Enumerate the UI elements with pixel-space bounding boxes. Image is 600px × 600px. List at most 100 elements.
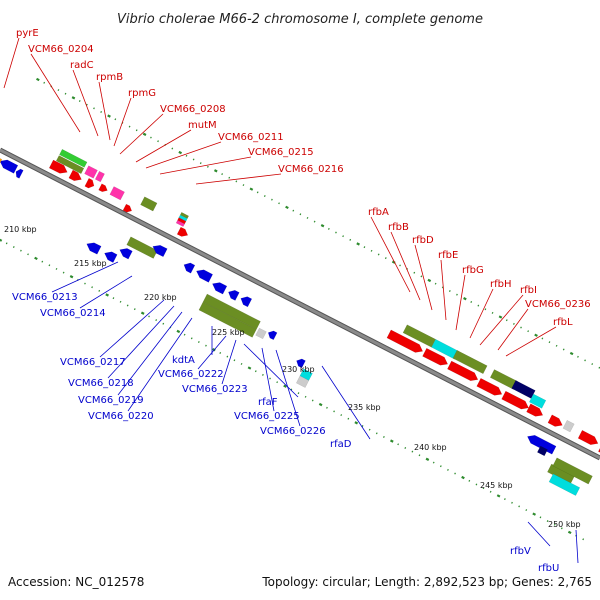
ruler-dot bbox=[36, 77, 40, 82]
chromosome-backbone bbox=[0, 147, 600, 461]
ruler-dot bbox=[299, 213, 302, 216]
ruler-dot bbox=[276, 381, 279, 384]
reverse-cds-arrow bbox=[104, 251, 118, 263]
ruler-dot bbox=[505, 319, 508, 322]
reverse-cds-arrow bbox=[240, 296, 253, 308]
leader-line bbox=[414, 244, 433, 311]
scale-tick-label: 215 kbp bbox=[74, 259, 107, 268]
reverse-gene-label[interactable]: VCM66_0226 bbox=[260, 426, 326, 437]
ruler-dot bbox=[242, 184, 245, 187]
ruler-dot bbox=[190, 337, 193, 340]
forward-gene-label[interactable]: rpmG bbox=[128, 88, 156, 99]
reverse-gene-label[interactable]: rfaF bbox=[258, 397, 278, 408]
ruler-dot bbox=[432, 461, 435, 464]
ruler-dot bbox=[249, 187, 254, 191]
ruler-dot bbox=[105, 293, 109, 297]
ruler-dot bbox=[503, 498, 506, 501]
ruler-dot bbox=[206, 165, 209, 168]
reverse-gene-label[interactable]: VCM66_0213 bbox=[12, 292, 78, 303]
ruler-dot bbox=[527, 330, 530, 333]
scale-tick-label: 250 kbp bbox=[548, 520, 581, 529]
feature-bar bbox=[536, 445, 548, 457]
ruler-dot bbox=[354, 421, 359, 425]
feature-bar bbox=[175, 219, 185, 227]
ruler-dot bbox=[297, 392, 300, 395]
forward-gene-label[interactable]: VCM66_0211 bbox=[218, 132, 284, 143]
ruler-dot bbox=[569, 351, 574, 356]
ruler-dot bbox=[78, 100, 81, 103]
reverse-gene-label[interactable]: kdtA bbox=[172, 355, 195, 366]
ruler-dot bbox=[185, 154, 188, 157]
ruler-dot bbox=[114, 118, 117, 121]
forward-cds-arrow bbox=[422, 347, 449, 366]
forward-gene-label[interactable]: mutM bbox=[188, 120, 217, 131]
forward-gene-label[interactable]: rfbA bbox=[368, 207, 389, 218]
ruler-dot bbox=[233, 359, 236, 362]
forward-gene-label[interactable]: rfbG bbox=[462, 265, 484, 276]
forward-cds-arrow bbox=[447, 360, 479, 382]
ruler-dot bbox=[470, 300, 473, 303]
ruler-dot bbox=[12, 246, 15, 249]
forward-gene-label[interactable]: pyrE bbox=[16, 28, 39, 39]
reverse-gene-label[interactable]: VCM66_0218 bbox=[68, 378, 134, 389]
forward-gene-label[interactable]: VCM66_0204 bbox=[28, 44, 94, 55]
ruler-dot bbox=[553, 523, 556, 526]
map-title: Vibrio cholerae M66-2 chromosome I, comp… bbox=[117, 12, 483, 27]
feature-bar bbox=[198, 301, 257, 338]
feature-bar bbox=[562, 419, 575, 433]
scale-tick-label: 225 kbp bbox=[212, 328, 245, 337]
ruler-dot bbox=[183, 333, 186, 336]
forward-gene-label[interactable]: rfbB bbox=[388, 222, 409, 233]
forward-cds-arrow bbox=[84, 177, 95, 189]
ruler-dot bbox=[513, 322, 515, 325]
ruler-dot bbox=[213, 169, 218, 173]
ruler-dot bbox=[69, 274, 74, 279]
forward-gene-label[interactable]: rfbL bbox=[553, 317, 573, 328]
forward-gene-label[interactable]: rfbH bbox=[490, 279, 512, 290]
ruler-dot bbox=[304, 395, 307, 398]
ruler-dot bbox=[491, 311, 494, 314]
forward-cds-arrow bbox=[98, 183, 108, 193]
reverse-gene-label[interactable]: VCM66_0223 bbox=[182, 384, 248, 395]
ruler-dot bbox=[383, 436, 385, 438]
forward-gene-label[interactable]: radC bbox=[70, 60, 94, 71]
ruler-dot bbox=[413, 271, 416, 274]
reverse-gene-label[interactable]: rfbU bbox=[538, 563, 559, 574]
forward-cds-arrow bbox=[476, 377, 503, 396]
ruler-dot bbox=[285, 205, 289, 210]
reverse-gene-label[interactable]: VCM66_0219 bbox=[78, 395, 144, 406]
forward-gene-label[interactable]: VCM66_0215 bbox=[248, 147, 314, 158]
ruler-dot bbox=[27, 253, 29, 256]
forward-gene-label[interactable]: rfbD bbox=[412, 235, 434, 246]
forward-gene-label[interactable]: rfbI bbox=[520, 285, 537, 296]
ruler-dot bbox=[582, 538, 585, 541]
forward-gene-label[interactable]: VCM66_0236 bbox=[525, 299, 591, 310]
reverse-gene-label[interactable]: VCM66_0217 bbox=[60, 357, 126, 368]
genome-summary: Topology: circular; Length: 2,892,523 bp… bbox=[261, 575, 592, 589]
forward-gene-label[interactable]: rpmB bbox=[96, 72, 123, 83]
ruler-dot bbox=[349, 238, 352, 241]
ruler-dot bbox=[283, 384, 287, 388]
scale-tick-label: 235 kbp bbox=[348, 403, 381, 412]
forward-gene-label[interactable]: rfbE bbox=[438, 250, 458, 261]
reverse-gene-label[interactable]: VCM66_0225 bbox=[234, 411, 300, 422]
reverse-cds-arrow bbox=[15, 168, 24, 179]
ruler-dot bbox=[425, 457, 430, 461]
reverse-gene-label[interactable]: rfaD bbox=[330, 439, 352, 450]
ruler-dot bbox=[192, 158, 195, 161]
ruler-dot bbox=[427, 278, 432, 283]
ruler-dot bbox=[271, 198, 273, 201]
reverse-gene-label[interactable]: VCM66_0214 bbox=[40, 308, 106, 319]
reverse-gene-label[interactable]: VCM66_0220 bbox=[88, 411, 154, 422]
feature-tracks bbox=[0, 148, 600, 496]
leader-line bbox=[440, 259, 447, 321]
forward-gene-label[interactable]: VCM66_0208 bbox=[160, 104, 226, 115]
reverse-gene-label[interactable]: rfbV bbox=[510, 546, 531, 557]
feature-bar bbox=[528, 393, 547, 409]
ruler-dot bbox=[468, 479, 471, 482]
ruler-dot bbox=[247, 366, 252, 370]
reverse-gene-label[interactable]: VCM66_0222 bbox=[158, 369, 224, 380]
forward-gene-label[interactable]: VCM66_0216 bbox=[278, 164, 344, 175]
